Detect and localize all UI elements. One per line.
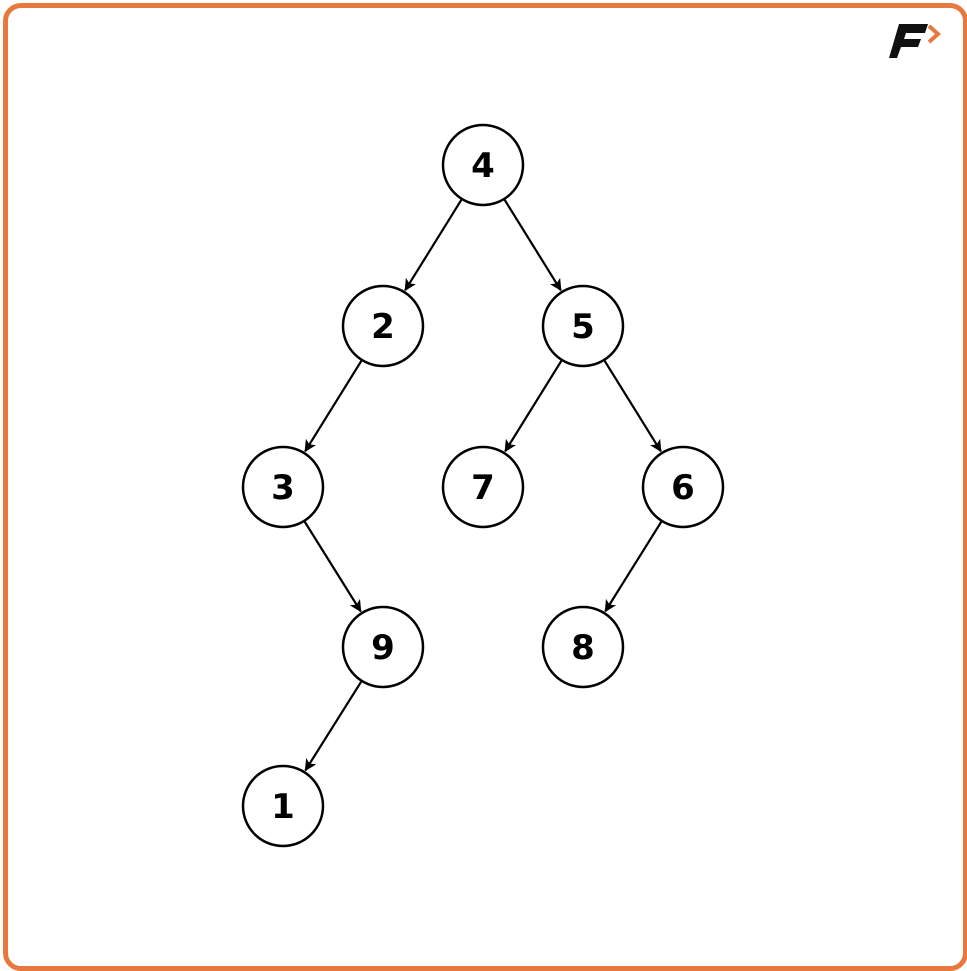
node-circle [241, 764, 325, 848]
tree-node-5: 5 [541, 284, 625, 368]
tree-node-6: 6 [641, 445, 725, 529]
tree-node-4: 4 [441, 123, 525, 207]
edges-layer [303, 199, 663, 772]
node-label: 5 [571, 307, 595, 347]
brand-f-logo-icon [889, 24, 942, 58]
node-circle [241, 445, 325, 529]
node-label: 8 [571, 628, 595, 668]
edge-n2-to-n3 [304, 360, 363, 453]
edge-n5-to-n7 [504, 360, 563, 453]
tree-node-3: 3 [241, 445, 325, 529]
tree-node-7: 7 [441, 445, 525, 529]
node-circle [541, 605, 625, 689]
tree-node-2: 2 [341, 284, 425, 368]
node-label: 3 [271, 468, 295, 508]
node-label: 2 [371, 307, 395, 347]
edge-n4-to-n5 [503, 199, 562, 292]
node-label: 6 [671, 468, 695, 508]
node-label: 4 [471, 146, 495, 186]
node-circle [641, 445, 725, 529]
edge-n3-to-n9 [303, 521, 362, 613]
node-circle [341, 284, 425, 368]
edge-n9-to-n1 [304, 681, 363, 772]
tree-node-8: 8 [541, 605, 625, 689]
edge-n4-to-n2 [404, 199, 463, 292]
edge-n5-to-n6 [603, 360, 662, 453]
node-circle [341, 605, 425, 689]
nodes-layer: 4 2 5 3 7 6 9 8 1 [241, 123, 725, 848]
node-circle [441, 123, 525, 207]
tree-node-1: 1 [241, 764, 325, 848]
node-label: 7 [471, 468, 495, 508]
tree-node-9: 9 [341, 605, 425, 689]
node-label: 1 [271, 787, 295, 827]
edge-n6-to-n8 [604, 521, 663, 613]
node-circle [541, 284, 625, 368]
node-circle [441, 445, 525, 529]
node-label: 9 [371, 628, 395, 668]
